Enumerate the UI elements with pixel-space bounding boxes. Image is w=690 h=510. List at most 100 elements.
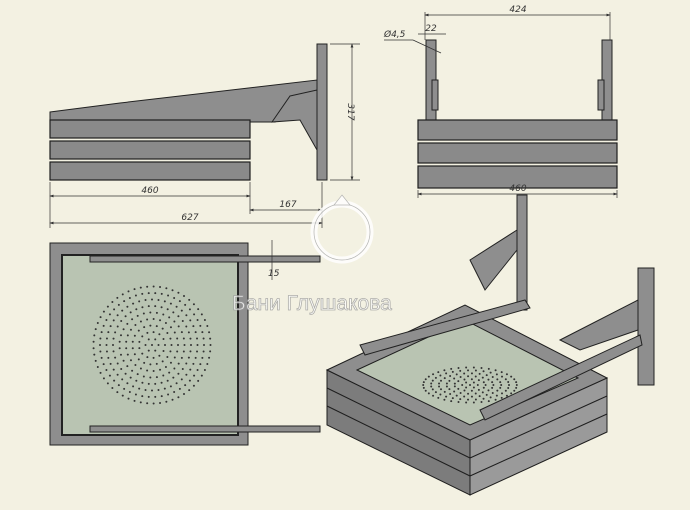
perforation-hole (147, 292, 150, 295)
perforation-hole (461, 384, 464, 386)
perforation-hole (459, 369, 462, 372)
perforation-hole (106, 305, 109, 308)
perforation-hole (180, 331, 183, 334)
perforation-hole (457, 387, 460, 390)
perforation-hole (138, 347, 141, 350)
perforation-hole (453, 385, 456, 388)
perforation-hole (196, 344, 199, 346)
perforation-hole (157, 344, 160, 346)
perforation-hole (463, 372, 466, 375)
perforation-hole (144, 298, 147, 301)
perforation-hole (443, 369, 446, 372)
perforation-hole (133, 399, 136, 402)
perforation-hole (162, 350, 165, 353)
perforation-hole (197, 379, 200, 382)
iso-post-left (516, 194, 528, 311)
perforation-hole (93, 353, 96, 356)
perforation-hole (168, 316, 171, 319)
perforation-hole (492, 384, 495, 386)
perforation-hole (513, 378, 516, 381)
perforation-hole (182, 295, 185, 298)
perforation-hole (209, 337, 212, 340)
perforation-hole (185, 325, 188, 328)
perforation-hole (108, 313, 111, 316)
perforation-hole (141, 335, 144, 338)
perforation-hole (188, 298, 191, 301)
perforation-hole (94, 359, 97, 362)
perforation-hole (177, 344, 179, 346)
perforation-hole (142, 375, 145, 378)
perforation-hole (467, 392, 470, 395)
perforation-hole (434, 376, 437, 379)
perforation-hole (176, 337, 179, 340)
perforation-hole (126, 382, 129, 385)
perforation-hole (192, 362, 195, 365)
perforation-hole (160, 381, 163, 384)
perforation-hole (194, 356, 197, 359)
perforation-hole (100, 331, 103, 334)
perforation-hole (200, 374, 203, 377)
perforation-hole (158, 333, 161, 336)
perforation-hole (422, 384, 425, 386)
perforation-hole (152, 285, 155, 288)
perforation-hole (491, 375, 494, 378)
perforation-hole (209, 344, 212, 346)
dim-424: 424 (509, 5, 526, 15)
perforation-hole (472, 386, 475, 389)
iso-rail-1 (359, 299, 531, 356)
perforation-hole (437, 396, 440, 399)
perforation-hole (453, 382, 456, 385)
perforation-hole (160, 292, 163, 295)
perforation-hole (500, 384, 503, 386)
perforation-hole (164, 322, 167, 325)
perforation-hole (465, 386, 468, 389)
perforation-hole (173, 296, 176, 299)
dim-22: 22 (425, 24, 437, 34)
perforation-hole (128, 296, 131, 299)
perforation-hole (99, 337, 102, 340)
perforation-hole (129, 376, 132, 379)
perforation-hole (121, 378, 124, 381)
perforation-hole (123, 387, 126, 390)
perforation-hole (507, 386, 510, 389)
perforation-hole (139, 320, 142, 323)
perforation-hole (92, 347, 95, 350)
perforation-hole (504, 389, 507, 392)
perforation-hole (474, 369, 477, 372)
perforation-hole (146, 356, 149, 359)
perforation-hole (180, 309, 183, 312)
perforation-hole (147, 382, 150, 385)
perforation-hole (125, 340, 128, 343)
perforation-hole (131, 318, 134, 321)
perforation-hole (478, 395, 481, 398)
perforation-hole (147, 349, 150, 352)
perforation-hole (169, 302, 172, 305)
perforation-hole (99, 371, 102, 374)
perforation-hole (491, 386, 494, 389)
perforation-hole (146, 318, 149, 321)
perforation-hole (116, 362, 119, 365)
perforation-hole (439, 393, 442, 396)
perforation-hole (126, 365, 129, 368)
iso-post-right (637, 267, 655, 386)
perforation-hole (199, 363, 202, 366)
perforation-hole (470, 395, 473, 398)
perforation-hole (192, 303, 195, 306)
perforation-hole (129, 328, 132, 331)
perforation-hole (154, 349, 157, 352)
perforation-hole (159, 286, 162, 289)
perforation-hole (432, 394, 435, 397)
perforation-hole (116, 391, 119, 394)
perforation-hole (491, 392, 494, 395)
perforation-hole (500, 396, 503, 399)
perforation-hole (157, 389, 160, 392)
dim-167: 167 (279, 200, 296, 210)
perforation-hole (470, 372, 473, 375)
perforation-hole (427, 375, 430, 378)
perforation-hole (139, 367, 142, 370)
watermark-text: Бани Глушакова (232, 292, 392, 315)
perforation-hole (149, 324, 152, 327)
perforation-hole (163, 387, 166, 390)
perforation-hole (485, 393, 488, 396)
perforation-hole (200, 313, 203, 316)
